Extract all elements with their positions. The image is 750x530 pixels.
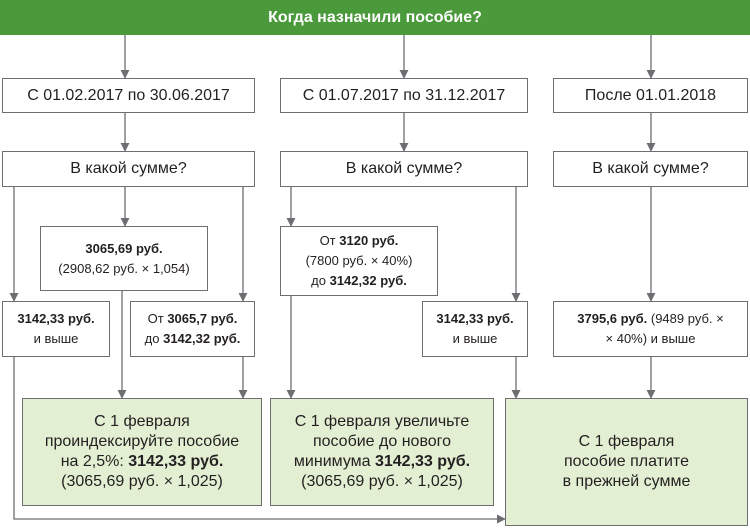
result1-line4: (3065,69 руб. × 1,025): [61, 473, 223, 490]
result2-line1: С 1 февраля увеличьте: [294, 413, 470, 430]
result1-line3-value: 3142,33 руб.: [128, 453, 224, 470]
result2-line2: пособие до нового: [312, 433, 452, 450]
amount-left-rest-1: и выше: [33, 331, 79, 346]
period-box-3: После 01.01.2018: [553, 78, 748, 113]
header-title: Когда назначили пособие?: [268, 8, 482, 26]
result2-line3-prefix: минимума: [293, 453, 375, 470]
range1-from-value: 3065,7 руб.: [167, 311, 238, 326]
result1-line1: С 1 февраля: [94, 413, 190, 430]
result-box-2: С 1 февраля увеличьте пособие до нового …: [270, 398, 494, 506]
amount-box-left-1: 3142,33 руб. и выше: [2, 301, 110, 357]
amount-box-right-2: 3142,33 руб. и выше: [422, 301, 528, 357]
header-box: Когда назначили пособие?: [0, 0, 750, 35]
amount3-value: 3795,6 руб.: [577, 311, 648, 326]
question-label-1: В какой сумме?: [70, 160, 187, 177]
range-box-2: От 3120 руб. (7800 руб. × 40%) до 3142,3…: [280, 226, 438, 296]
result-box-1: С 1 февраля проиндексируйте пособие на 2…: [22, 398, 262, 506]
calc-amount-1: 3065,69 руб.: [85, 240, 163, 256]
question-box-1: В какой сумме?: [2, 151, 255, 187]
range-box-1: От 3065,7 руб. до 3142,32 руб.: [130, 301, 255, 357]
amount3-formula1: (9489 руб. ×: [647, 311, 724, 326]
range2-to-prefix: до: [311, 273, 330, 288]
question-label-2: В какой сумме?: [345, 160, 463, 177]
arrow-left-to-result-3: [13, 357, 506, 524]
range2-formula: (7800 руб. × 40%): [305, 253, 413, 268]
range2-to-value: 3142,32 руб.: [329, 273, 407, 288]
question-box-2: В какой сумме?: [280, 151, 528, 187]
result3-line1: С 1 февраля: [578, 433, 675, 450]
question-label-3: В какой сумме?: [592, 160, 709, 177]
result1-line3-prefix: на 2,5%:: [60, 453, 129, 470]
result2-line4: (3065,69 руб. × 1,025): [301, 473, 463, 490]
period-box-1: С 01.02.2017 по 30.06.2017: [2, 78, 255, 113]
period-label-1: С 01.02.2017 по 30.06.2017: [27, 86, 230, 104]
range1-to-value: 3142,32 руб.: [163, 331, 241, 346]
result3-line2: пособие платите: [564, 453, 689, 470]
range2-from-prefix: От: [319, 233, 340, 248]
result3-line3: в прежней сумме: [562, 473, 691, 490]
amount3-formula2: × 40%) и выше: [605, 331, 696, 346]
calc-box-1: 3065,69 руб. (2908,62 руб. × 1,054): [40, 226, 208, 291]
period-box-2: С 01.07.2017 по 31.12.2017: [280, 78, 528, 113]
result-box-3: С 1 февраля пособие платите в прежней су…: [505, 398, 748, 526]
amount-right-2: 3142,33 руб.: [436, 311, 514, 326]
question-box-3: В какой сумме?: [553, 151, 748, 187]
range2-from-value: 3120 руб.: [339, 233, 399, 248]
period-label-3: После 01.01.2018: [584, 86, 717, 104]
result2-line3-value: 3142,33 руб.: [374, 453, 471, 470]
result1-line2: проиндексируйте пособие: [44, 433, 240, 450]
range1-from-prefix: От: [147, 311, 168, 326]
calc-formula-1: (2908,62 руб. × 1,054): [58, 260, 190, 276]
period-label-2: С 01.07.2017 по 31.12.2017: [302, 86, 506, 104]
range1-to-prefix: до: [144, 331, 164, 346]
amount-box-3: 3795,6 руб. (9489 руб. × × 40%) и выше: [553, 301, 748, 357]
amount-right-rest-2: и выше: [452, 331, 498, 346]
amount-left-1: 3142,33 руб.: [17, 311, 95, 326]
